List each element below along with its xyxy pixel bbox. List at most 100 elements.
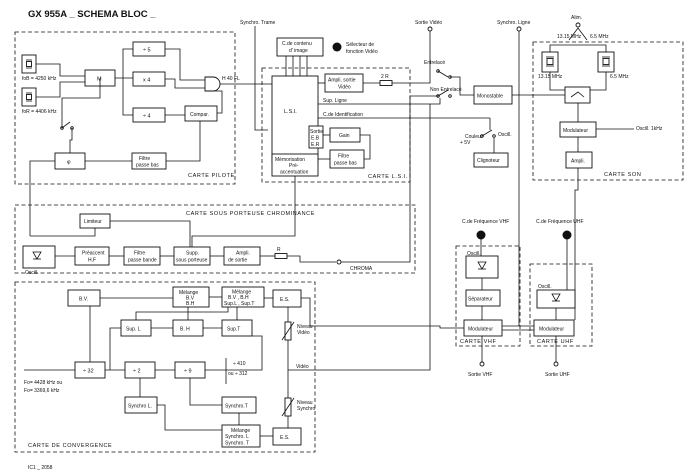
block-es1	[272, 289, 302, 308]
card-vhf-frame	[455, 245, 521, 347]
couleur-switch-icon[interactable]	[480, 129, 496, 138]
entrelace-switch-icon[interactable]	[436, 69, 452, 79]
synchro-ligne-terminal-icon[interactable]	[516, 26, 522, 32]
card-lsi-label: CARTE L.S.I.	[368, 174, 408, 180]
crystal-fob-icon	[21, 54, 37, 74]
block-es2-label: E.S.	[280, 435, 289, 441]
block-ampli-de-sortie-l2: de sortie	[228, 258, 247, 264]
selecteur-label-l1: Sélecteur de	[346, 42, 374, 48]
freq-for-label: foR = 4406 kHz	[22, 109, 57, 115]
card-chroma-label: CARTE SOUS PORTEUSE CHROMINANCE	[186, 211, 315, 217]
sortie-uhf-terminal-icon[interactable]	[553, 361, 559, 367]
block-phi-label: φ	[67, 160, 71, 166]
vhf-diode-icon	[477, 261, 487, 270]
block-cde-contenu-l1: C.de contenu	[282, 41, 312, 47]
block-filtre-passe-bande-l2: passe bande	[128, 258, 157, 264]
footer-code: IC1 _ 2058	[28, 465, 53, 471]
card-convergence-frame	[14, 281, 316, 453]
block-memorisation-l2: Pré-	[289, 163, 299, 169]
niveau-video-l1: Niveau	[297, 324, 313, 330]
cde-freq-vhf-knob-icon[interactable]	[476, 230, 486, 240]
sortie-video-terminal-icon[interactable]	[427, 26, 433, 32]
block-ampli-sortie-video-l1: Ampli. sortie	[328, 78, 356, 84]
block-filtre-passe-bande-l1: Filtre	[134, 251, 145, 257]
block-cde-contenu-l2: d' image	[289, 48, 308, 54]
synchro-ligne-label: Synchro. Ligne	[497, 20, 531, 26]
card-pilote-label: CARTE PILOTE	[188, 173, 235, 179]
fo-conv-l2: Fo= 3369,6 kHz	[24, 388, 60, 394]
block-melange-sup-l2: B.V , B.H	[228, 295, 249, 301]
h40fl-label: H 40 FL	[222, 76, 240, 82]
niveau-video-l2: Vidéo	[297, 330, 310, 336]
block-memorisation-l3: accentuation	[280, 170, 309, 176]
block-limiteur-label: Limiteur	[84, 219, 102, 225]
freq-13-15-label: 13.15 MHz	[557, 34, 582, 40]
block-melange-bv-bh-l3: B.H	[186, 301, 195, 307]
block-oscill-vhf-label: Oscill.	[467, 251, 481, 257]
block-separateur-label: Séparateur	[468, 297, 493, 303]
block-melange-bv-bh-l2: B.V	[186, 296, 195, 302]
resistor-r-icon	[274, 253, 288, 259]
card-convergence-label: CARTE DE CONVERGENCE	[28, 443, 112, 449]
card-pilote-frame	[14, 31, 236, 185]
block-preaccent-l2: H.F	[88, 258, 96, 264]
cde-freq-uhf-knob-icon[interactable]	[562, 230, 572, 240]
card-son-label: CARTE SON	[604, 172, 641, 178]
resistor-2r-label: 2 R	[381, 74, 389, 80]
niveau-synchro-l1: Niveau	[297, 400, 313, 406]
card-uhf-frame	[529, 263, 593, 347]
block-oscill-uhf-label: Oscill.	[538, 284, 552, 290]
freq-fob-label: foB = 4250 kHz	[22, 76, 57, 82]
alim-terminal-icon[interactable]	[575, 22, 581, 28]
entrelace-label: Entrelacé	[424, 60, 445, 66]
card-son-frame	[532, 41, 684, 181]
uhf-diode-icon	[551, 293, 561, 302]
block-es2	[272, 427, 302, 446]
niveau-synchro-l2: Synchro	[297, 406, 316, 412]
block-modulateur-son-label: Modulateur	[563, 128, 588, 134]
block-ampli-sortie-video-l2: Vidéo	[338, 85, 351, 91]
selecteur-knob-icon[interactable]	[332, 42, 342, 52]
son-switch-icon	[570, 91, 585, 98]
block-div4-label: ÷ 4	[143, 114, 151, 120]
resistor-r-label: R	[277, 247, 281, 253]
block-oscill-vhf	[465, 255, 499, 279]
video-label: Vidéo	[296, 364, 309, 370]
block-oscill-chroma-label: Oscill.	[25, 270, 39, 276]
block-gain-label: Gain	[339, 133, 350, 139]
block-es1-label: E.S.	[280, 297, 289, 303]
block-M-label: M	[97, 77, 102, 83]
block-filtre-pb-l2: passe bas	[136, 163, 159, 169]
block-melange-sup-l1: Mélange	[232, 290, 251, 296]
block-lsi	[271, 75, 319, 163]
block-ampli-son-label: Ampli.	[571, 159, 585, 165]
alim-switch-icon	[568, 27, 588, 41]
cde-freq-uhf-label: C.de Fréquence UHF	[536, 219, 584, 225]
block-monostable-label: Monostable	[477, 94, 503, 100]
block-filtre-pb2-l1: Filtre	[338, 154, 349, 160]
block-modulateur-uhf	[533, 319, 575, 337]
crystal-son2-label: 6.5 MHz	[610, 74, 629, 80]
non-entrelace-label: Non Entrelacé	[430, 87, 462, 93]
block-bv-label: B.V.	[79, 297, 88, 303]
freq-6-5-label: 6.5 MHz	[590, 34, 609, 40]
block-supp-l2: sous porteuse	[176, 258, 208, 264]
block-sortie-l1: Sortie	[310, 129, 323, 135]
block-modulateur-uhf-label: Modulateur	[539, 327, 564, 333]
block-clignoteur-label: Clignoteur	[477, 158, 500, 164]
switch-pilote-icon	[60, 121, 74, 130]
selecteur-label-l2: fonction Vidéo	[346, 49, 378, 55]
oscill-label-small: Oscill.	[498, 132, 512, 138]
block-synchroT-label: Synchro.T	[225, 404, 248, 410]
synchro-trame-label: Synchro. Trame	[240, 20, 276, 26]
chroma-terminal-icon[interactable]	[336, 259, 342, 265]
cde-freq-vhf-label: C.de Fréquence VHF	[462, 219, 509, 225]
block-div5-label: ÷ 5	[143, 48, 151, 54]
cde-identification-label: C.de Identification	[323, 112, 363, 118]
oscill-1khz-label: Oscill. 1kHz	[636, 126, 663, 132]
couleur-label-l1: Couleur	[465, 134, 483, 140]
sortie-vhf-terminal-icon[interactable]	[479, 361, 485, 367]
block-separateur	[465, 289, 501, 307]
block-sortie-l2: E.B	[311, 136, 320, 142]
